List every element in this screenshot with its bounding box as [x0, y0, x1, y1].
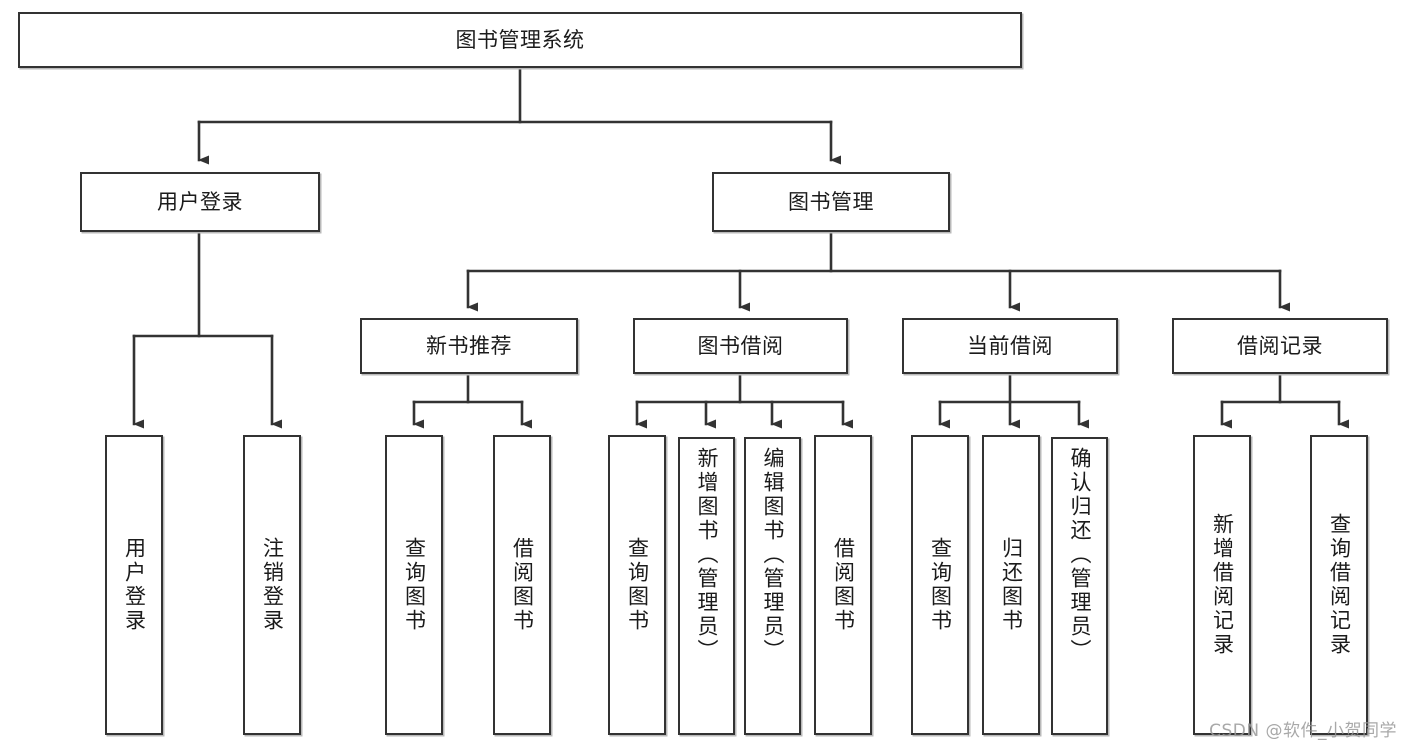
node-book-manage[interactable]: 图书管理 — [712, 172, 950, 232]
leaf-user-login[interactable]: 用户登录 — [105, 435, 163, 735]
leaf-borrow-book-1-label: 借阅图书 — [510, 537, 535, 633]
leaf-logout-login[interactable]: 注销登录 — [243, 435, 301, 735]
leaf-query-book-1-label: 查询图书 — [402, 537, 427, 633]
leaf-return-book-label: 归还图书 — [999, 537, 1024, 633]
leaf-borrow-book-2-label: 借阅图书 — [831, 537, 856, 633]
node-book-borrow[interactable]: 图书借阅 — [633, 318, 848, 374]
leaf-query-book-2[interactable]: 查询图书 — [608, 435, 666, 735]
node-current-borrow-label: 当前借阅 — [967, 333, 1053, 358]
node-user-login[interactable]: 用户登录 — [80, 172, 320, 232]
leaf-query-book-1[interactable]: 查询图书 — [385, 435, 443, 735]
node-new-book-recommend[interactable]: 新书推荐 — [360, 318, 578, 374]
leaf-query-record-label: 查询借阅记录 — [1327, 513, 1352, 657]
leaf-user-login-label: 用户登录 — [122, 537, 147, 633]
leaf-confirm-return[interactable]: 确认归还（管理员） — [1051, 437, 1108, 735]
csdn-watermark: CSDN @软件_小贺同学 — [1209, 721, 1397, 741]
node-user-login-label: 用户登录 — [157, 189, 243, 214]
leaf-edit-book[interactable]: 编辑图书（管理员） — [744, 437, 801, 735]
leaf-borrow-book-2[interactable]: 借阅图书 — [814, 435, 872, 735]
leaf-query-book-2-label: 查询图书 — [625, 537, 650, 633]
leaf-add-book[interactable]: 新增图书（管理员） — [678, 437, 735, 735]
leaf-return-book[interactable]: 归还图书 — [982, 435, 1040, 735]
node-borrow-record-label: 借阅记录 — [1237, 333, 1323, 358]
leaf-confirm-return-label: 确认归还（管理员） — [1068, 447, 1092, 663]
node-root-book-management-system[interactable]: 图书管理系统 — [18, 12, 1022, 68]
leaf-add-record[interactable]: 新增借阅记录 — [1193, 435, 1251, 735]
leaf-logout-login-label: 注销登录 — [260, 537, 285, 633]
leaf-add-book-label: 新增图书（管理员） — [695, 447, 719, 663]
node-book-borrow-label: 图书借阅 — [697, 333, 784, 358]
node-new-book-recommend-label: 新书推荐 — [426, 333, 512, 358]
node-current-borrow[interactable]: 当前借阅 — [902, 318, 1118, 374]
node-root-label: 图书管理系统 — [455, 27, 585, 52]
leaf-edit-book-label: 编辑图书（管理员） — [761, 447, 785, 663]
leaf-query-book-3[interactable]: 查询图书 — [911, 435, 969, 735]
node-book-manage-label: 图书管理 — [788, 189, 874, 214]
leaf-query-book-3-label: 查询图书 — [928, 537, 953, 633]
leaf-borrow-book-1[interactable]: 借阅图书 — [493, 435, 551, 735]
leaf-add-record-label: 新增借阅记录 — [1210, 513, 1235, 657]
leaf-query-record[interactable]: 查询借阅记录 — [1310, 435, 1368, 735]
node-borrow-record[interactable]: 借阅记录 — [1172, 318, 1388, 374]
